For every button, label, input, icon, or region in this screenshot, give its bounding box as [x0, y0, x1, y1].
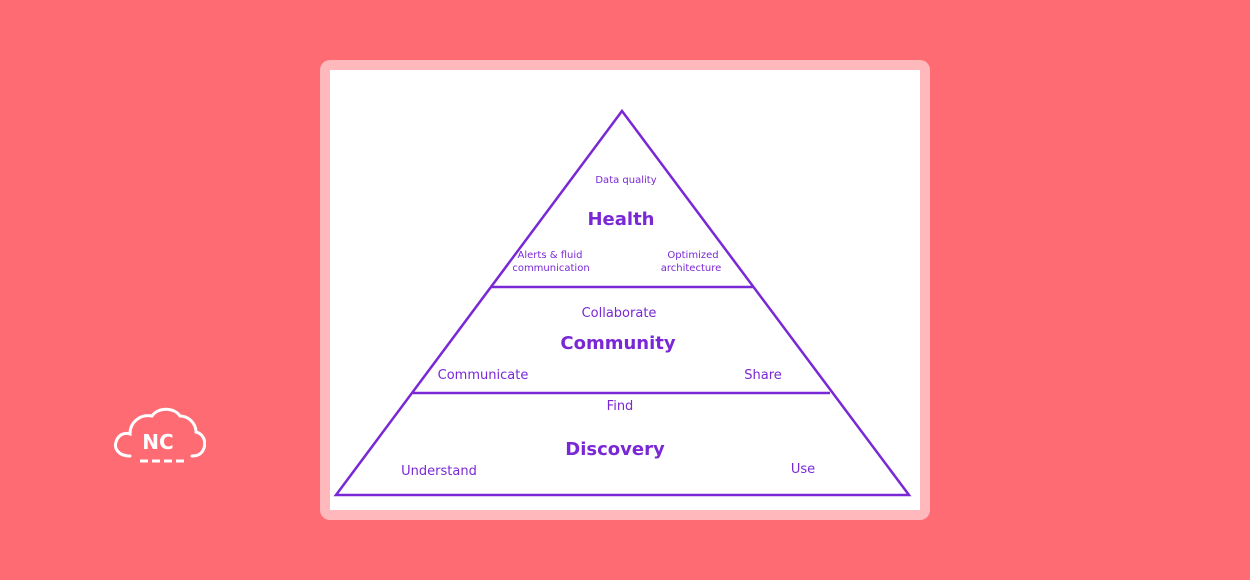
health-item-left-line1: Alerts & fluid — [518, 250, 583, 261]
logo-text: NC — [142, 430, 173, 454]
pyramid-outline — [333, 108, 912, 497]
discovery-item-right: Use — [791, 462, 815, 477]
discovery-item-top: Find — [607, 399, 634, 414]
community-item-right: Share — [744, 368, 782, 383]
pyramid-diagram: Data quality Health Alerts & fluid commu… — [333, 108, 912, 497]
diagram-panel — [330, 70, 920, 510]
logo: NC — [114, 407, 206, 463]
community-item-top: Collaborate — [582, 306, 657, 321]
discovery-title: Discovery — [565, 439, 665, 460]
discovery-item-left: Understand — [401, 464, 477, 479]
health-item-right-line1: Optimized — [667, 250, 718, 261]
cloud-icon — [114, 407, 206, 458]
community-title: Community — [560, 333, 675, 354]
health-item-top: Data quality — [595, 175, 656, 186]
health-item-right-line2: architecture — [661, 263, 722, 274]
health-item-left-line2: communication — [512, 263, 589, 274]
community-item-left: Communicate — [438, 368, 529, 383]
health-title: Health — [587, 209, 654, 230]
